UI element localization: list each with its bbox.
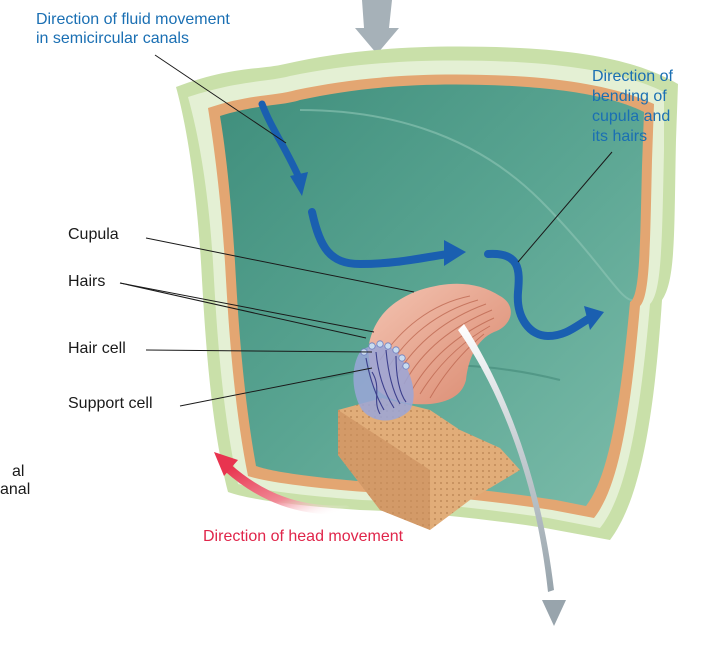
fluid-direction-line-2: in semicircular canals xyxy=(36,29,230,48)
head-movement-label: Direction of head movement xyxy=(203,527,403,546)
fluid-direction-line-1: Direction of fluid movement xyxy=(36,10,230,29)
cupula-bending-line-1: Direction of xyxy=(592,67,673,87)
cupula-bending-line-3: cupula and xyxy=(592,107,673,127)
cupula-bending-line-2: bending of xyxy=(592,87,673,107)
cupula-bending-label: Direction of bending of cupula and its h… xyxy=(592,67,673,147)
hair-cell-label: Hair cell xyxy=(68,339,126,358)
cut-off-line-2: anal xyxy=(0,481,30,499)
cut-off-line-1: al xyxy=(0,463,30,481)
cupula-bending-line-4: its hairs xyxy=(592,127,673,147)
gray-arrow-top xyxy=(355,0,399,54)
hairs-label: Hairs xyxy=(68,272,105,291)
cupula-label: Cupula xyxy=(68,225,119,244)
support-cell-label: Support cell xyxy=(68,394,153,413)
cut-off-label: al anal xyxy=(0,463,30,499)
fluid-direction-label: Direction of fluid movement in semicircu… xyxy=(36,10,230,48)
